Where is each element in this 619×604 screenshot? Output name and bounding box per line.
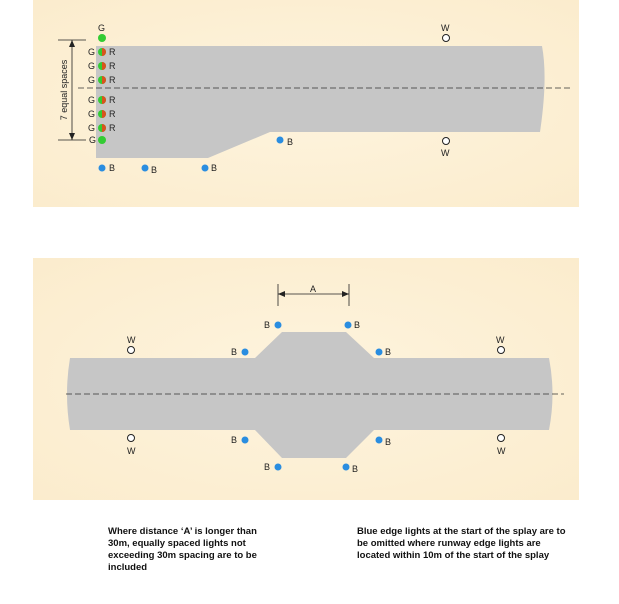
- green-light: [98, 34, 106, 42]
- note-blue-edge-lights: Blue edge lights at the start of the spl…: [357, 526, 566, 561]
- white-label: W: [127, 446, 136, 456]
- green-label: G: [88, 123, 95, 133]
- red-light: [102, 48, 106, 56]
- red-light: [102, 96, 106, 104]
- blue-light-group: B: [375, 347, 391, 357]
- red-label: R: [109, 95, 116, 105]
- red-light: [102, 124, 106, 132]
- blue-light: [276, 136, 284, 144]
- blue-light-group: B: [276, 136, 293, 147]
- red-label: R: [109, 47, 116, 57]
- white-light: [497, 434, 505, 442]
- blue-label: B: [264, 320, 270, 330]
- blue-light: [375, 348, 383, 356]
- gr-row: G R: [88, 75, 116, 85]
- white-light-group: W: [441, 137, 450, 158]
- blue-light-group: B: [141, 164, 157, 175]
- green-label: G: [88, 47, 95, 57]
- dim-arrow-up: [69, 40, 75, 47]
- blue-light-group: B: [264, 462, 282, 472]
- blue-label: B: [109, 163, 115, 173]
- blue-label: B: [231, 347, 237, 357]
- gr-row: G R: [88, 95, 116, 105]
- blue-label: B: [354, 320, 360, 330]
- blue-light: [241, 436, 249, 444]
- white-light-group: W: [496, 335, 505, 354]
- blue-light-group: B: [231, 435, 249, 445]
- blue-light-group: B: [98, 163, 115, 173]
- dim-a-arrow-left: [278, 291, 285, 297]
- blue-light-group: B: [344, 320, 360, 330]
- blue-light: [141, 164, 149, 172]
- white-light-group: W: [127, 434, 136, 456]
- red-label: R: [109, 75, 116, 85]
- white-light-group: W: [497, 434, 506, 456]
- blue-label: B: [231, 435, 237, 445]
- white-light: [127, 346, 135, 354]
- note-distance-a: Where distance ‘A’ is longer than 30m, e…: [108, 526, 257, 573]
- gr-row: G R: [88, 47, 116, 57]
- blue-light: [98, 164, 106, 172]
- red-light: [102, 62, 106, 70]
- blue-light: [274, 321, 282, 329]
- green-label: G: [88, 95, 95, 105]
- white-label: W: [496, 335, 505, 345]
- dim-a-label: A: [310, 284, 316, 294]
- green-label: G: [88, 109, 95, 119]
- blue-light: [344, 321, 352, 329]
- green-label: G: [98, 23, 105, 33]
- red-label: R: [109, 109, 116, 119]
- blue-light-group: B: [375, 436, 391, 447]
- blue-label: B: [385, 437, 391, 447]
- gr-row: G R: [88, 109, 116, 119]
- blue-label: B: [287, 137, 293, 147]
- threshold-lights: G G: [89, 23, 106, 145]
- white-light-group: W: [127, 335, 136, 354]
- green-label: G: [88, 61, 95, 71]
- blue-label: B: [352, 464, 358, 474]
- bottom-runway-surface: [67, 332, 553, 458]
- white-label: W: [127, 335, 136, 345]
- gr-row: G R: [88, 123, 116, 133]
- dim-a-arrow-right: [342, 291, 349, 297]
- blue-light: [375, 436, 383, 444]
- blue-label: B: [151, 165, 157, 175]
- blue-light-group: B: [231, 347, 249, 357]
- green-label: G: [88, 75, 95, 85]
- white-light-group: W: [441, 23, 450, 42]
- blue-light-group: B: [201, 163, 217, 173]
- white-light: [442, 137, 450, 145]
- gr-row: G R: [88, 61, 116, 71]
- blue-label: B: [264, 462, 270, 472]
- white-light: [497, 346, 505, 354]
- blue-label: B: [211, 163, 217, 173]
- blue-light: [342, 463, 350, 471]
- top-runway-surface: [96, 46, 545, 158]
- blue-label: B: [385, 347, 391, 357]
- blue-light: [201, 164, 209, 172]
- blue-light: [274, 463, 282, 471]
- white-light: [442, 34, 450, 42]
- red-label: R: [109, 61, 116, 71]
- green-label: G: [89, 135, 96, 145]
- green-light: [98, 136, 106, 144]
- blue-light-group: B: [342, 463, 358, 474]
- red-light: [102, 76, 106, 84]
- blue-light-group: B: [264, 320, 282, 330]
- blue-light: [241, 348, 249, 356]
- red-light: [102, 110, 106, 118]
- dim-arrow-down: [69, 133, 75, 140]
- dim-label-7-equal-spaces: 7 equal spaces: [59, 59, 69, 120]
- red-label: R: [109, 123, 116, 133]
- white-label: W: [497, 446, 506, 456]
- white-light: [127, 434, 135, 442]
- white-label: W: [441, 23, 450, 33]
- white-label: W: [441, 148, 450, 158]
